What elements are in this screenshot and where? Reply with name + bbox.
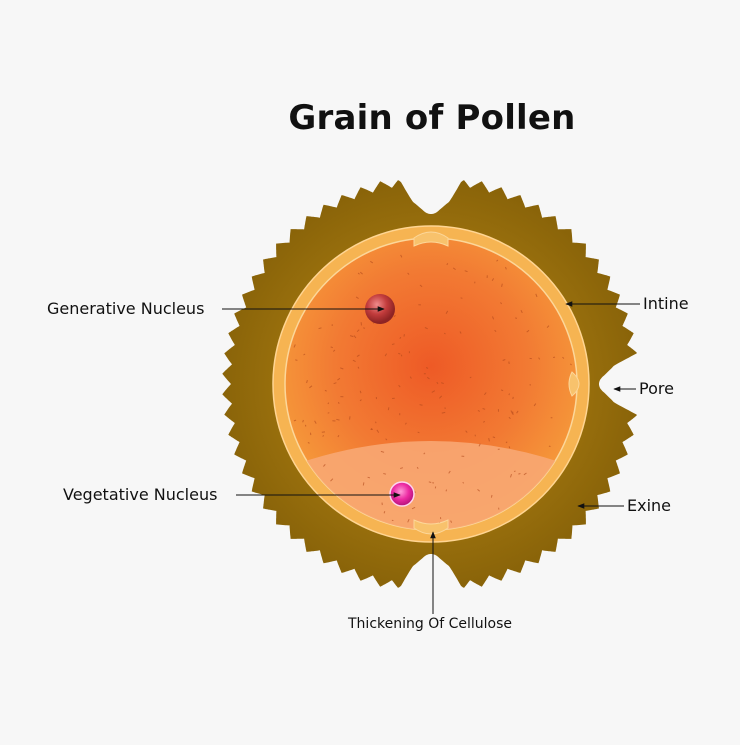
- granule: [509, 446, 510, 448]
- granule: [502, 284, 503, 287]
- granule: [514, 471, 515, 472]
- granule: [398, 353, 400, 354]
- label-vegetative-nucleus: Vegetative Nucleus: [63, 485, 217, 504]
- granule: [470, 377, 471, 378]
- granule: [339, 402, 340, 404]
- granule: [429, 482, 431, 483]
- label-generative-nucleus: Generative Nucleus: [47, 299, 204, 318]
- granule: [446, 490, 447, 492]
- granule: [401, 355, 402, 357]
- granule: [444, 333, 445, 334]
- granule: [509, 394, 510, 396]
- label-exine: Exine: [627, 496, 671, 515]
- granule: [383, 474, 386, 475]
- granule: [418, 432, 420, 433]
- label-thickening-of-cellulose: Thickening Of Cellulose: [348, 616, 512, 632]
- granule: [489, 438, 490, 441]
- granule: [515, 318, 517, 319]
- granule: [461, 298, 463, 299]
- granule: [463, 482, 464, 483]
- label-intine: Intine: [643, 294, 689, 313]
- granule: [392, 344, 395, 345]
- diagram-title: Grain of Pollen: [0, 98, 740, 138]
- granule: [513, 397, 514, 399]
- granule: [388, 407, 389, 410]
- label-pore: Pore: [639, 379, 674, 398]
- granule: [363, 328, 365, 329]
- granule: [371, 428, 372, 429]
- granule: [442, 412, 445, 413]
- granule: [420, 405, 423, 406]
- granule: [303, 420, 304, 422]
- vegetative-nucleus: [390, 482, 414, 506]
- granule: [384, 511, 385, 513]
- granule: [368, 477, 370, 478]
- granule: [325, 390, 327, 391]
- granule: [518, 474, 520, 475]
- granule: [491, 495, 492, 498]
- granule: [363, 482, 364, 485]
- granule: [328, 413, 330, 414]
- granule: [295, 360, 297, 361]
- granule: [493, 437, 495, 438]
- granule: [376, 422, 377, 424]
